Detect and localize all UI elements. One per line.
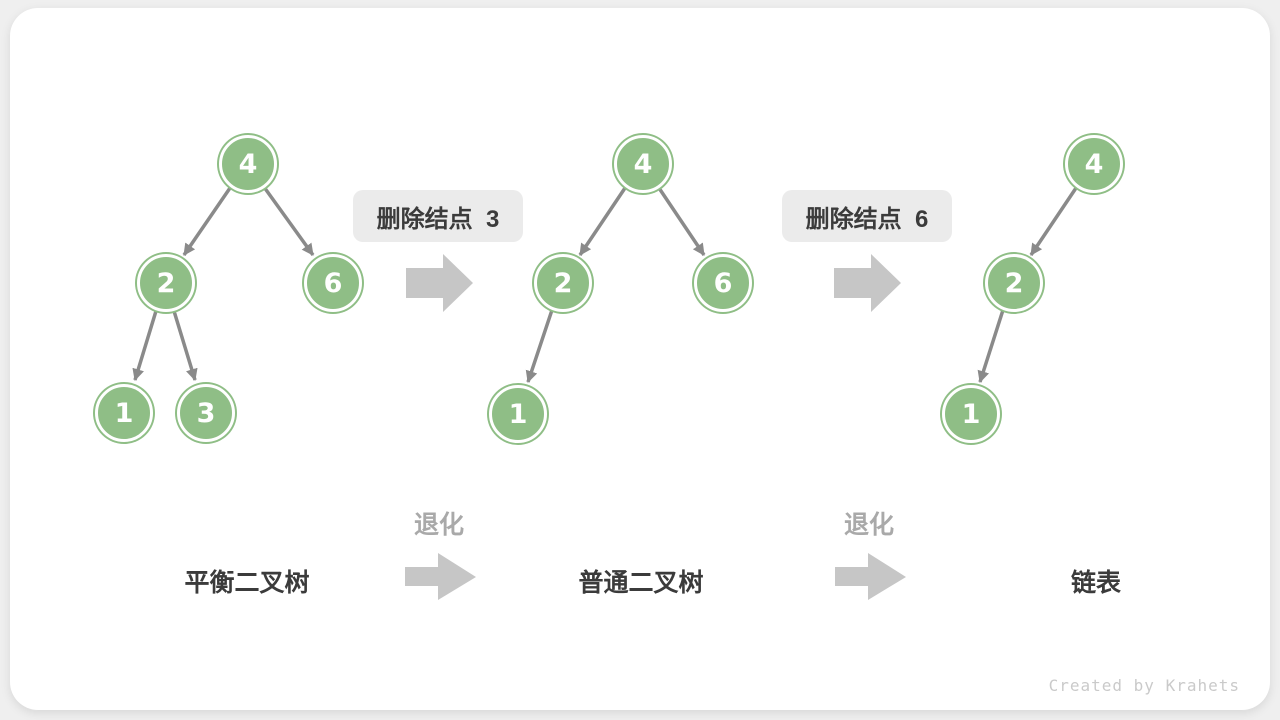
tree3-node-4: 4 [1065,135,1123,193]
tree2-node-4: 4 [614,135,672,193]
stage-label-ordinary-tree: 普通二叉树 [578,569,704,597]
diagram-card [10,8,1270,710]
tree1-node-1: 1 [95,384,153,442]
node-value: 1 [114,397,134,429]
tree1-node-6: 6 [304,254,362,312]
node-value: 2 [156,267,176,299]
node-value: 1 [508,398,528,430]
degrade-label-2: 退化 [843,511,894,539]
tree1-node-3: 3 [177,384,235,442]
tree3-node-1: 1 [942,385,1000,443]
node-value: 4 [633,148,653,180]
node-value: 6 [713,267,733,299]
operation-label-delete-3: 删除结点 3 [353,190,523,242]
node-value: 6 [323,267,343,299]
node-value: 4 [1084,148,1104,180]
tree2-node-1: 1 [489,385,547,443]
stage-label-balanced-tree: 平衡二叉树 [184,569,310,597]
node-value: 2 [1004,267,1024,299]
node-value: 2 [553,267,573,299]
credit-text: Created by Krahets [1048,676,1240,695]
stage-label-linked-list: 链表 [1070,569,1121,597]
degrade-label-1: 退化 [413,511,464,539]
node-value: 4 [238,148,258,180]
tree1-node-4: 4 [219,135,277,193]
tree3-node-2: 2 [985,254,1043,312]
operation-label-delete-6: 删除结点 6 [782,190,952,242]
tree1-node-2: 2 [137,254,195,312]
tree2-node-6: 6 [694,254,752,312]
node-value: 1 [961,398,981,430]
node-value: 3 [196,397,216,429]
tree2-node-2: 2 [534,254,592,312]
